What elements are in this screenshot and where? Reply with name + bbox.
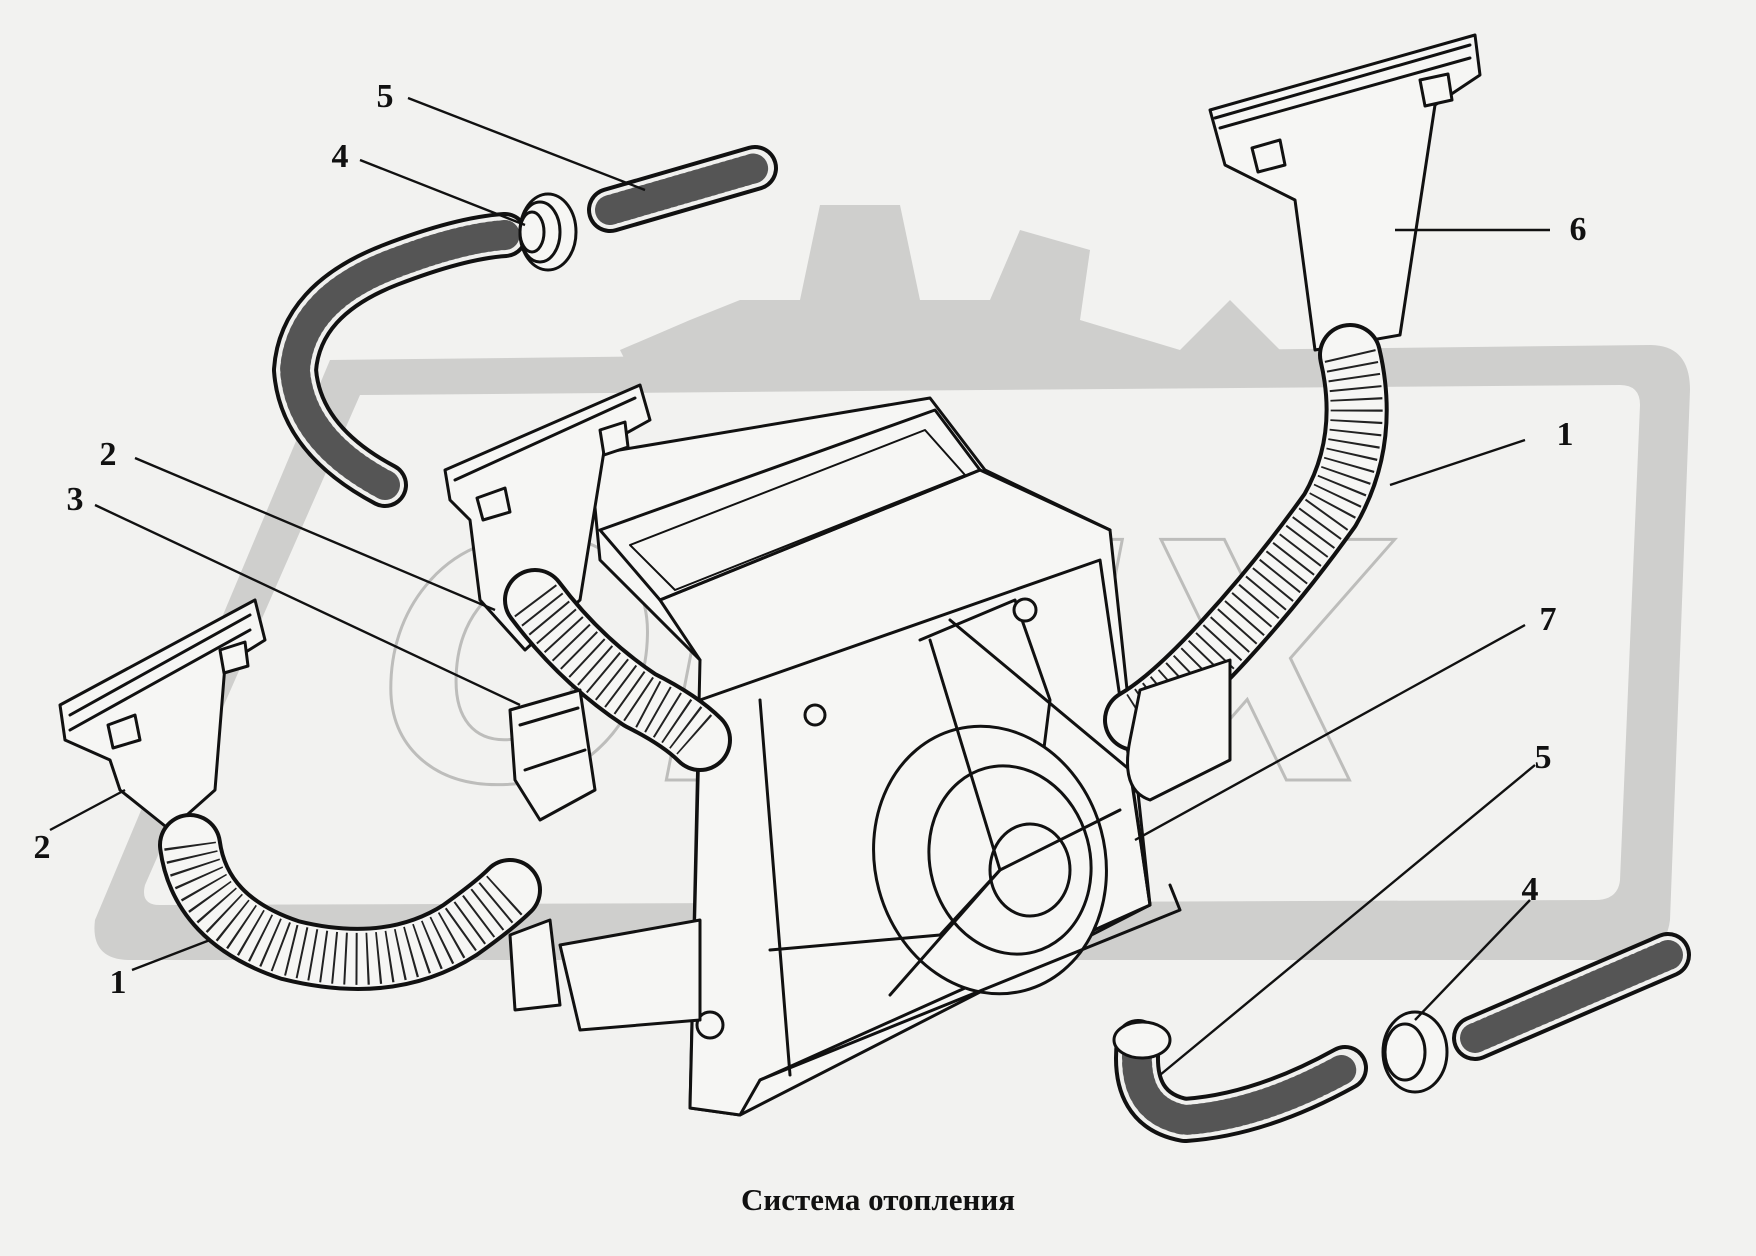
callout-3: 3: [67, 481, 84, 518]
callout-5-top: 5: [377, 78, 394, 115]
callout-2-left: 2: [34, 829, 51, 866]
callout-5-bottom: 5: [1535, 739, 1552, 776]
lower-short-hose: [1452, 932, 1691, 1061]
callout-1-left: 1: [110, 964, 127, 1001]
callout-labels: 5 4 6 1 2 3 7 5 4 2 1: [34, 78, 1587, 1001]
callout-4-top: 4: [332, 138, 349, 175]
upper-grommet: [518, 192, 578, 272]
callout-7: 7: [1540, 601, 1557, 638]
figure-caption: Система отопления: [740, 1182, 1016, 1217]
lower-grommet: [1381, 1010, 1449, 1094]
callout-6: 6: [1570, 211, 1587, 248]
heater-housing: [558, 396, 1182, 1117]
leader-lines: [49, 96, 1550, 1076]
upper-short-hose: [587, 145, 778, 233]
left-corrugated-duct: [158, 813, 542, 991]
callout-1-right: 1: [1557, 416, 1574, 453]
hose-clamp: [508, 688, 597, 1012]
callout-2-middle: 2: [100, 436, 117, 473]
right-corrugated-duct: [1103, 323, 1389, 802]
callout-4-bottom: 4: [1522, 871, 1539, 908]
upper-hose-assembly: [272, 145, 778, 508]
middle-air-nozzle: [443, 383, 732, 772]
lower-hose-assembly: [1112, 932, 1691, 1143]
left-air-nozzle: [58, 598, 267, 832]
right-air-nozzle: [1208, 33, 1482, 352]
